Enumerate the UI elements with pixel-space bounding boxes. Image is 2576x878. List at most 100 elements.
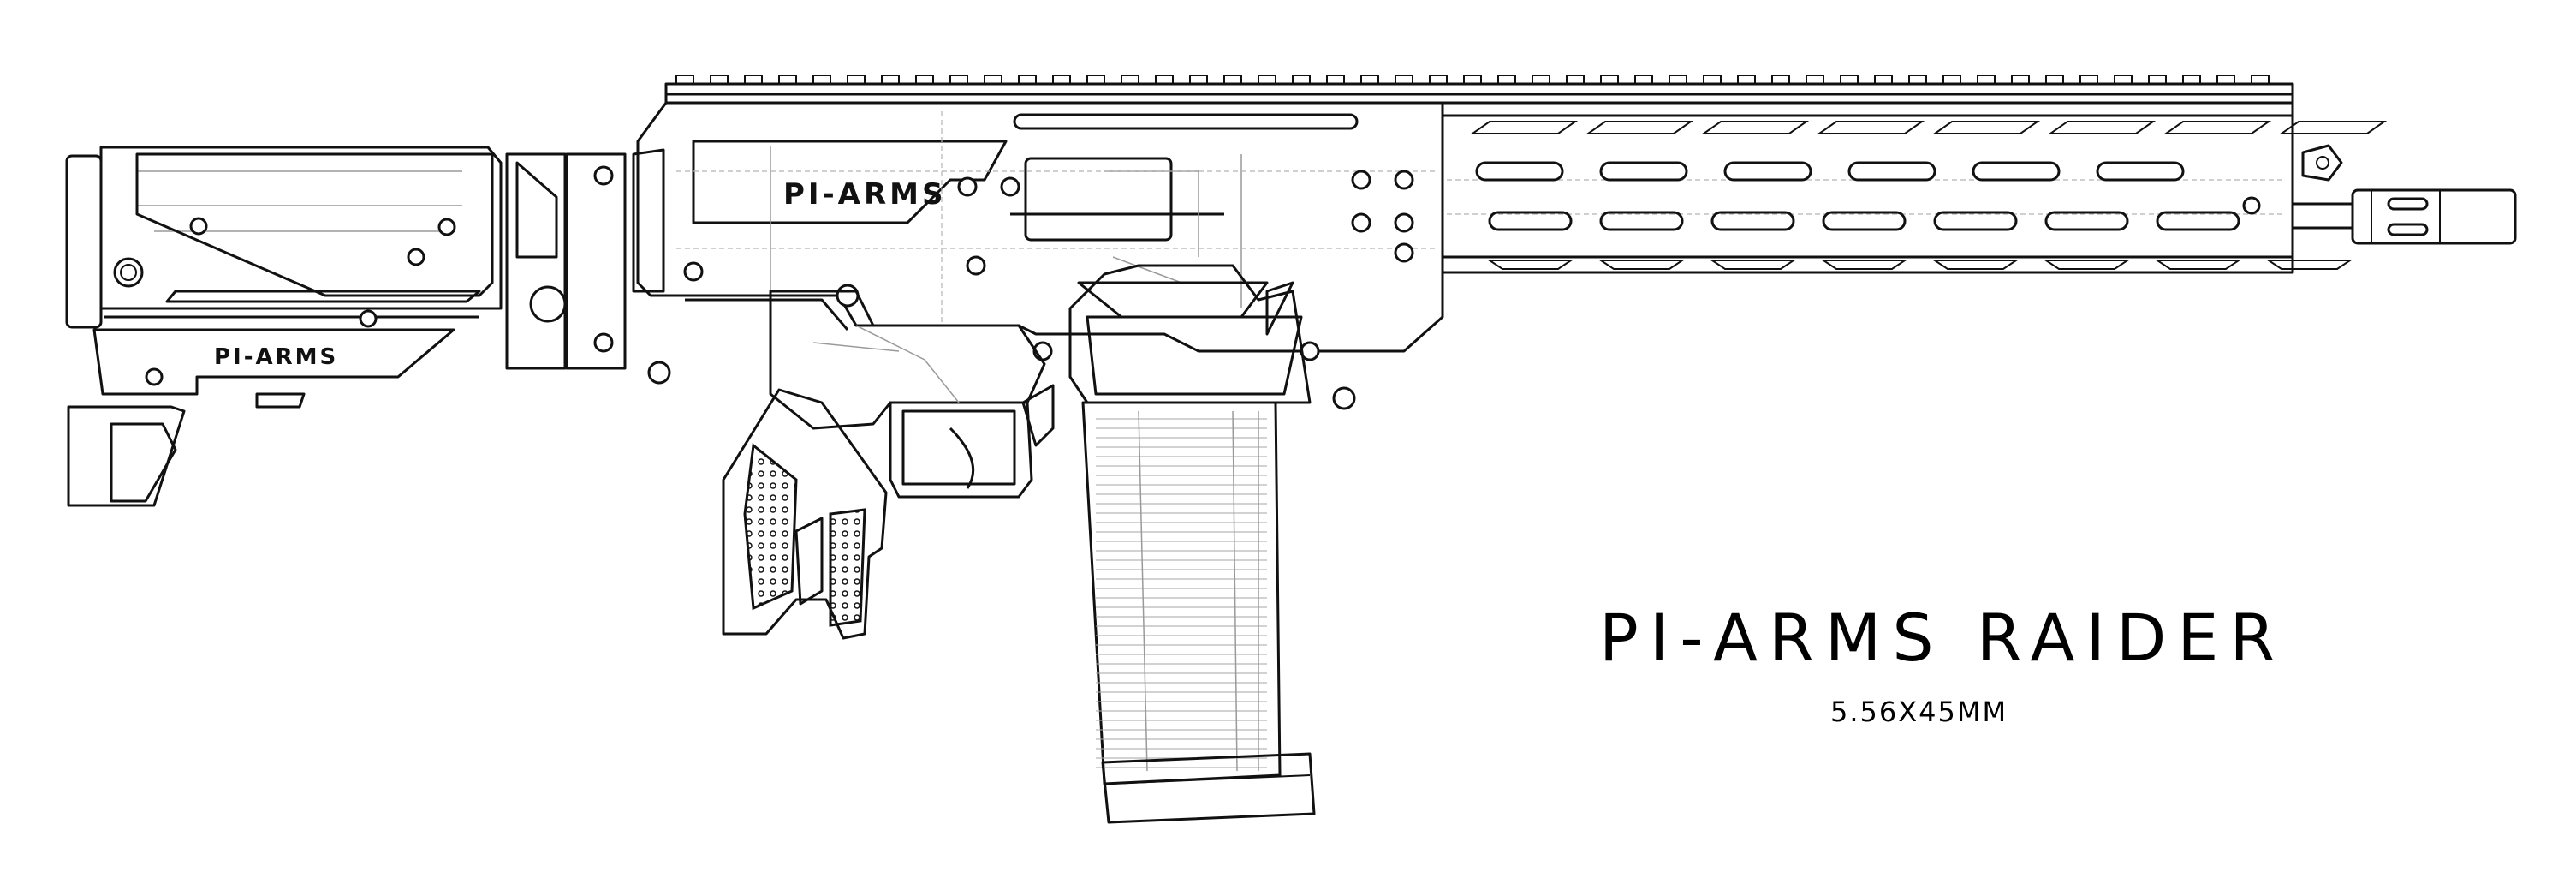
rail-tooth	[1532, 75, 1550, 85]
mlok-slot	[1710, 211, 1795, 231]
top-slot	[1816, 121, 1925, 134]
muzzle-brake	[2351, 188, 2517, 245]
product-title: PI-ARMS RAIDER	[1599, 600, 2287, 676]
stock-logo-text: PI-ARMS	[214, 344, 338, 370]
mlok-slot	[1488, 211, 1573, 231]
rail-tooth	[1121, 75, 1139, 85]
pistol-grip	[722, 388, 888, 640]
top-slot	[1931, 121, 2041, 134]
rail-tooth	[984, 75, 1002, 85]
receiver-logo-text: PI-ARMS	[783, 177, 947, 212]
rail-tooth	[1669, 75, 1687, 85]
rail-tooth	[1771, 75, 1790, 85]
mlok-slot	[2096, 161, 2185, 182]
barrel	[2291, 144, 2354, 230]
rail-tooth	[744, 75, 763, 85]
rail-tooth	[2182, 75, 2201, 85]
rail-tooth	[1566, 75, 1585, 85]
rail-tooth	[675, 75, 694, 85]
top-slot	[2047, 121, 2157, 134]
rail-tooth	[1052, 75, 1071, 85]
mlok-slot	[1822, 211, 1907, 231]
rail-tooth	[1223, 75, 1242, 85]
top-slot	[1585, 121, 1694, 134]
rail-tooth	[1600, 75, 1619, 85]
upper-receiver	[636, 101, 1444, 353]
rail-tooth	[1155, 75, 1174, 85]
rail-tooth	[710, 75, 729, 85]
rail-tooth	[1395, 75, 1413, 85]
rail-tooth	[2114, 75, 2133, 85]
bottom-slot	[1597, 260, 1686, 270]
rail-tooth	[1463, 75, 1482, 85]
rail-tooth	[1018, 75, 1037, 85]
mlok-slots-upper	[1475, 161, 2185, 182]
top-slot	[1469, 121, 1579, 134]
rail-tooth	[915, 75, 934, 85]
rail-tooth	[2011, 75, 2030, 85]
rail-tooth	[1360, 75, 1379, 85]
handguard	[1441, 101, 2388, 274]
rail-tooth	[1840, 75, 1859, 85]
bottom-slot	[1820, 260, 1908, 270]
bottom-slot	[2043, 260, 2131, 270]
rail-tooth	[949, 75, 968, 85]
rail-tooth	[1942, 75, 1961, 85]
rail-tooth	[2251, 75, 2270, 85]
receiver-logo: PI-ARMS	[783, 177, 947, 212]
rail-tooth	[1497, 75, 1516, 85]
bottom-slot	[2154, 260, 2242, 270]
bottom-slot	[1486, 260, 1574, 270]
stock-logo: PI-ARMS	[214, 344, 338, 370]
rail-tooth	[2148, 75, 2167, 85]
mlok-slot	[1933, 211, 2018, 231]
magazine-well	[1068, 264, 1312, 404]
rail-tooth	[1908, 75, 1927, 85]
top-slot	[1700, 121, 1810, 134]
rail-tooth	[1258, 75, 1276, 85]
rail-tooth	[1806, 75, 1824, 85]
mlok-slot	[1475, 161, 1564, 182]
rail-tooth	[2045, 75, 2064, 85]
mlok-slot	[2044, 211, 2129, 231]
rail-tooth	[778, 75, 797, 85]
stock-screws	[145, 217, 456, 386]
rail-tooth	[1429, 75, 1448, 85]
mlok-slots-lower	[1488, 211, 2240, 231]
rail-tooth	[847, 75, 866, 85]
rail-tooth	[1189, 75, 1208, 85]
rail-tooth	[1292, 75, 1311, 85]
lower-receiver	[769, 290, 1055, 499]
rail-tooth	[1977, 75, 1996, 85]
top-rail	[664, 75, 2294, 105]
mlok-slot	[1847, 161, 1936, 182]
mlok-slot	[2156, 211, 2240, 231]
top-slot	[2163, 121, 2272, 134]
rail-tooth	[2079, 75, 2098, 85]
caliber-label: 5.56X45MM	[1830, 696, 2008, 728]
mlok-slots-bottom	[1486, 260, 2353, 270]
magazine	[1081, 401, 1316, 824]
mlok-slot	[1599, 161, 1688, 182]
rail-tooth	[1703, 75, 1722, 85]
bottom-slot	[2265, 260, 2353, 270]
mlok-slot	[1599, 211, 1684, 231]
folding-hinge	[505, 148, 671, 385]
rail-tooth	[1634, 75, 1653, 85]
rail-tooth	[1326, 75, 1345, 85]
rail-tooth	[1737, 75, 1756, 85]
mlok-slot	[1972, 161, 2061, 182]
stock	[65, 146, 503, 507]
mlok-slots-top	[1469, 121, 2388, 134]
mlok-slot	[1723, 161, 1812, 182]
rail-tooth	[881, 75, 900, 85]
bottom-slot	[1709, 260, 1797, 270]
rail-tooth	[1086, 75, 1105, 85]
bottom-slot	[1931, 260, 2020, 270]
top-slot	[2278, 121, 2388, 134]
rail-tooth	[1874, 75, 1893, 85]
rail-tooth	[812, 75, 831, 85]
rail-tooth	[2216, 75, 2235, 85]
